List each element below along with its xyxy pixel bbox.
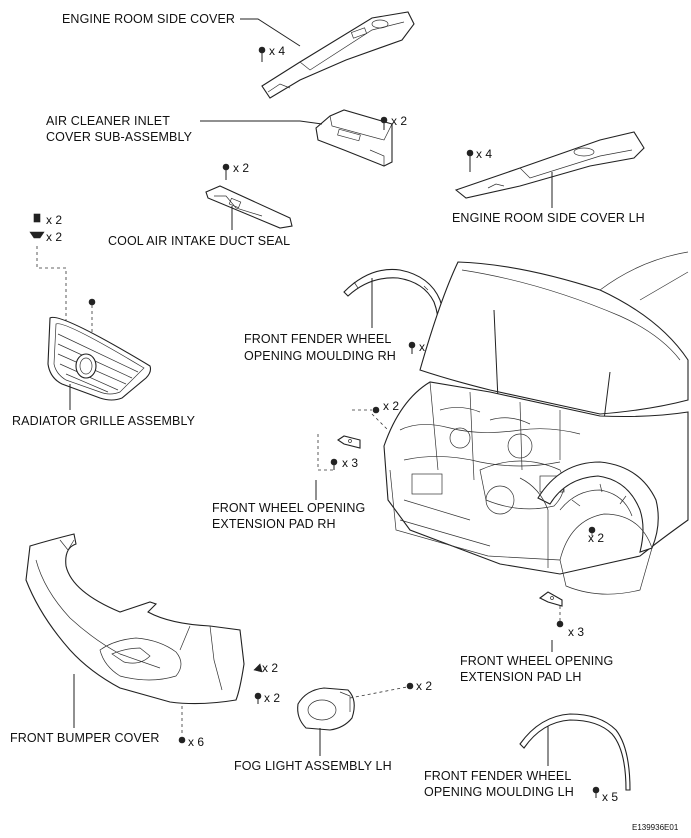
clip-icon [254,692,262,704]
label-ext-pad-lh-line1: FRONT WHEEL OPENING [460,654,613,668]
extension-pad-lh-part [538,591,563,607]
quantity-hood-area: x 2 [383,399,399,413]
fender-moulding-lh-part [519,713,631,791]
label-cool-air-intake: COOL AIR INTAKE DUCT SEAL [108,234,290,248]
figure-code: E139936E01 [632,823,679,832]
engine-room-side-cover-lh-part [454,131,645,199]
fog-light-assembly-part [297,687,355,731]
label-fender-moulding-rh-line1: FRONT FENDER WHEEL [244,332,391,346]
clip-icon [258,46,266,62]
label-air-cleaner-line2: COVER SUB-ASSEMBLY [46,130,193,144]
label-engine-room-side-cover: ENGINE ROOM SIDE COVER [62,12,235,26]
label-front-bumper-cover: FRONT BUMPER COVER [10,731,160,745]
quantity-side-cover-lh: x 4 [476,147,492,161]
clip-icon [408,341,416,354]
quantity-cool-air: x 2 [233,161,249,175]
quantity-fog-light: x 2 [416,679,432,693]
clip-icon [349,682,414,699]
quantity-air-cleaner: x 2 [391,114,407,128]
quantity-grille-b: x 2 [46,230,62,244]
radiator-grille-assembly-part [47,316,152,401]
vehicle-front-illustration [383,251,689,595]
label-ext-pad-rh-line2: EXTENSION PAD RH [212,517,336,531]
cool-air-intake-duct-seal-part [205,185,293,229]
clip-icon [466,149,474,172]
quantity-bumper-b: x 2 [264,691,280,705]
label-ext-pad-lh-line2: EXTENSION PAD LH [460,670,582,684]
label-fender-moulding-lh-line1: FRONT FENDER WHEEL [424,769,571,783]
engine-room-side-cover-part [261,11,415,99]
clip-icon [222,163,230,180]
front-bumper-cover-part [25,533,245,705]
clip-icon [352,406,389,431]
label-radiator-grille: RADIATOR GRILLE ASSEMBLY [12,414,196,428]
quantity-grille-a: x 2 [46,213,62,227]
label-air-cleaner-line1: AIR CLEANER INLET [46,114,170,128]
clip-icon [588,526,596,538]
clip-icon [88,298,96,336]
extension-pad-rh-part [337,435,361,449]
label-fender-moulding-lh-line2: OPENING MOULDING LH [424,785,574,799]
label-engine-room-side-cover-lh: ENGINE ROOM SIDE COVER LH [452,211,645,225]
air-cleaner-inlet-cover-part [315,109,393,167]
clip-icon [556,606,564,628]
quantity-fender-liner: x 2 [588,531,604,545]
quantity-side-cover: x 4 [269,44,285,58]
quantity-bumper-a: x 2 [262,661,278,675]
label-ext-pad-rh-line1: FRONT WHEEL OPENING [212,501,365,515]
quantity-bumper-c: x 6 [188,735,204,749]
clip-icon [380,116,388,130]
quantity-ext-pad-rh: x 3 [342,456,358,470]
clip-icon [178,706,186,744]
fender-moulding-rh-part [343,268,445,337]
label-fender-moulding-rh-line2: OPENING MOULDING RH [244,349,396,363]
quantity-moulding-lh: x 5 [602,790,618,804]
clip-icon [330,458,338,470]
fastener-icon [29,213,45,239]
label-fog-light: FOG LIGHT ASSEMBLY LH [234,759,392,773]
fastener-icon [253,663,263,673]
clip-icon [592,786,600,798]
quantity-ext-pad-lh: x 3 [568,625,584,639]
